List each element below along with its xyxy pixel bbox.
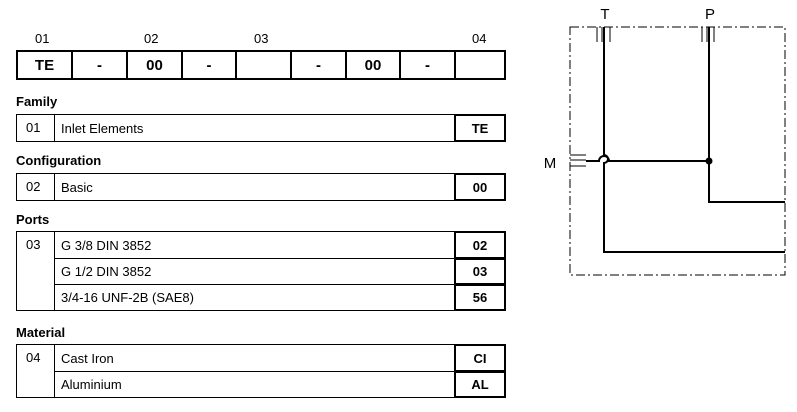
ports-table: 03 G 3/8 DIN 3852 02 G 1/2 DIN 3852 03 3…: [16, 231, 506, 311]
port-m-marker: [570, 154, 586, 167]
gauge-line: [586, 155, 709, 162]
option-code: 02: [454, 231, 506, 259]
code-cell-variant: 00: [347, 52, 401, 78]
code-cell-separator: -: [401, 52, 456, 78]
table-row: G 3/8 DIN 3852 02: [55, 231, 506, 259]
table-row: Cast Iron CI: [55, 344, 506, 372]
port-t-label: T: [600, 6, 609, 23]
option-description: G 1/2 DIN 3852: [61, 264, 152, 279]
option-code: 56: [454, 284, 506, 311]
option-code: CI: [454, 344, 506, 372]
option-description: G 3/8 DIN 3852: [61, 237, 152, 253]
code-cell-family: TE: [18, 52, 73, 78]
code-cell-ports: [237, 52, 292, 78]
option-code: 00: [454, 173, 506, 201]
option-description: 3/4-16 UNF-2B (SAE8): [61, 290, 194, 305]
option-description: Cast Iron: [61, 350, 114, 366]
option-code: AL: [454, 371, 506, 398]
family-table: 01 Inlet Elements TE: [16, 114, 506, 142]
pressure-line: [708, 27, 785, 203]
section-title-material: Material: [16, 325, 66, 340]
code-cell-separator: -: [73, 52, 128, 78]
port-t-marker: [596, 27, 611, 42]
table-row: Aluminium AL: [55, 371, 506, 398]
table-row: G 1/2 DIN 3852 03: [55, 258, 506, 285]
table-row: Basic 00: [55, 173, 506, 201]
option-code: 03: [454, 258, 506, 285]
position-number-02: 02: [144, 31, 159, 46]
option-code: TE: [454, 114, 506, 142]
code-cell-material: [456, 52, 504, 78]
position-number-04: 04: [472, 31, 487, 46]
material-table: 04 Cast Iron CI Aluminium AL: [16, 344, 506, 398]
element-boundary: [569, 26, 786, 276]
port-m-label: M: [544, 155, 557, 172]
table-row: 3/4-16 UNF-2B (SAE8) 56: [55, 284, 506, 311]
position-number-03: 03: [254, 31, 269, 46]
junction-dot: [705, 157, 713, 165]
table-row: Inlet Elements TE: [55, 114, 506, 142]
hydraulic-schematic: T P M: [544, 6, 786, 276]
configuration-table: 02 Basic 00: [16, 173, 506, 201]
family-position-number: 01: [17, 115, 55, 141]
configuration-position-number: 02: [17, 174, 55, 200]
option-description: Aluminium: [61, 377, 122, 392]
ports-position-number: 03: [17, 232, 55, 310]
tank-line: [603, 27, 785, 253]
code-cell-configuration: 00: [128, 52, 183, 78]
section-title-ports: Ports: [16, 212, 50, 227]
material-position-number: 04: [17, 345, 55, 397]
port-p-label: P: [705, 6, 715, 23]
option-description: Basic: [61, 179, 93, 195]
port-p-marker: [701, 27, 715, 42]
ordering-code-row: TE - 00 - - 00 -: [16, 50, 506, 80]
code-cell-separator: -: [292, 52, 347, 78]
section-title-family: Family: [16, 94, 58, 109]
code-cell-separator: -: [183, 52, 237, 78]
position-number-01: 01: [35, 31, 50, 46]
option-description: Inlet Elements: [61, 120, 144, 136]
section-title-configuration: Configuration: [16, 153, 102, 168]
